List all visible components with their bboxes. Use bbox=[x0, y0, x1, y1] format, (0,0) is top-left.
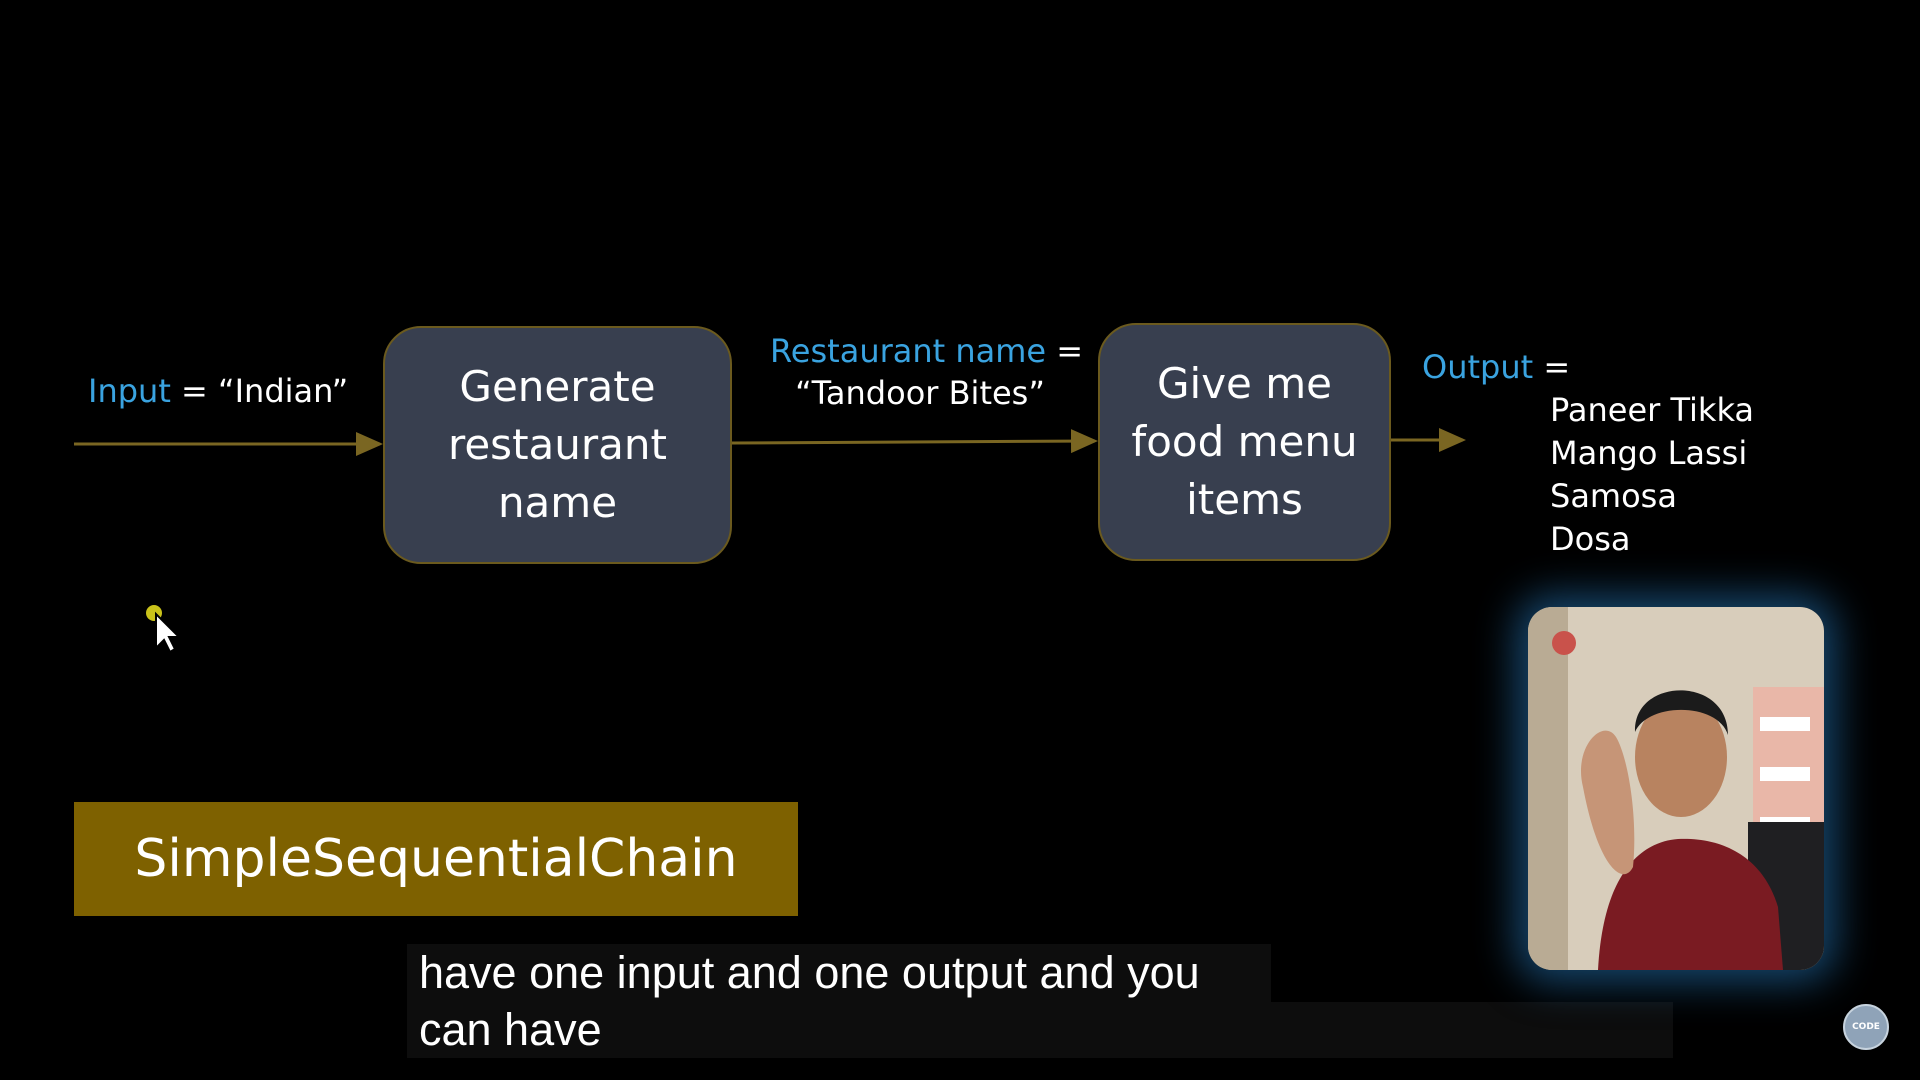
step2-line2: food menu bbox=[1131, 417, 1358, 466]
step2-line1: Give me bbox=[1156, 359, 1332, 408]
step2-line3: items bbox=[1186, 475, 1303, 524]
channel-logo: CODE bbox=[1843, 1004, 1889, 1050]
restaurant-name-keyword: Restaurant name bbox=[770, 332, 1047, 370]
input-value: = “Indian” bbox=[181, 372, 349, 410]
caption-line-1: have one input and one output and you bbox=[407, 944, 1271, 1002]
chain-type-banner: SimpleSequentialChain bbox=[74, 802, 798, 916]
arrow-middle bbox=[731, 429, 1098, 454]
output-keyword: Output bbox=[1422, 348, 1534, 386]
output-list: Paneer Tikka Mango Lassi Samosa Dosa bbox=[1550, 389, 1754, 561]
caption-line-2-text: can have bbox=[419, 1004, 602, 1055]
channel-logo-text: CODE bbox=[1852, 1022, 1880, 1032]
caption-line-2: can have bbox=[407, 1002, 1673, 1058]
step1-line1: Generate bbox=[459, 362, 656, 411]
step1-line3: name bbox=[497, 478, 618, 527]
output-item: Dosa bbox=[1550, 520, 1631, 558]
restaurant-name-label: Restaurant name = “Tandoor Bites” bbox=[770, 332, 1083, 412]
restaurant-name-eq: = bbox=[1056, 332, 1084, 370]
output-item: Samosa bbox=[1550, 477, 1677, 515]
banner-title: SimpleSequentialChain bbox=[134, 829, 738, 889]
presenter-webcam bbox=[1528, 607, 1824, 970]
step-generate-restaurant-name: Generate restaurant name bbox=[383, 326, 732, 564]
step1-line2: restaurant bbox=[448, 420, 667, 469]
input-keyword: Input bbox=[88, 372, 171, 410]
input-label: Input = “Indian” bbox=[88, 372, 348, 410]
mouse-cursor bbox=[146, 604, 182, 658]
output-label: Output = bbox=[1422, 348, 1570, 386]
output-item: Paneer Tikka bbox=[1550, 391, 1755, 429]
output-eq: = bbox=[1543, 348, 1571, 386]
presenter-video-icon bbox=[1528, 607, 1824, 970]
output-item: Mango Lassi bbox=[1550, 434, 1748, 472]
step-food-menu-items: Give me food menu items bbox=[1098, 323, 1391, 561]
restaurant-name-value: “Tandoor Bites” bbox=[795, 374, 1045, 412]
